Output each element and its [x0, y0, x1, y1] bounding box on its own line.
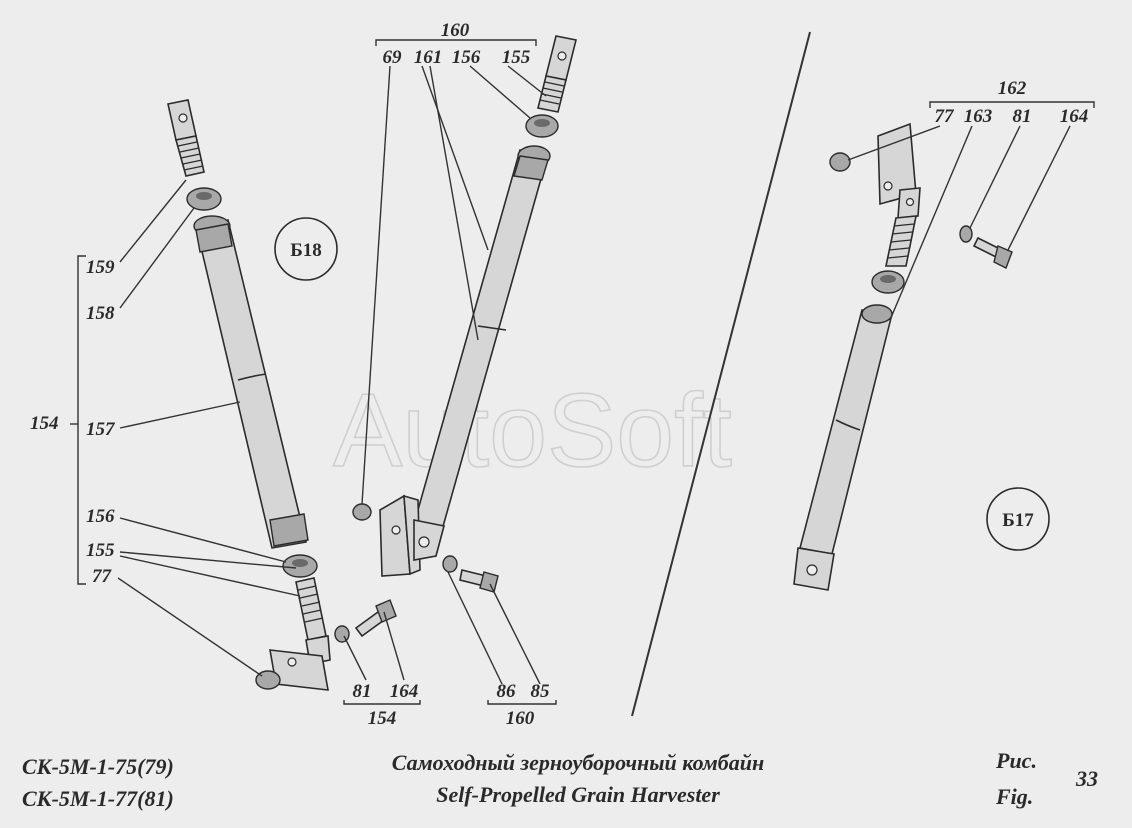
label-160-bottom: 160: [506, 708, 535, 729]
label-162: 162: [998, 78, 1027, 99]
view-mark-left: Б18: [290, 240, 322, 261]
view-mark-circle-left: [274, 217, 338, 281]
label-154-bottom: 154: [368, 708, 397, 729]
model-line-2: СК-5М-1-77(81): [22, 786, 174, 811]
label-156: 156: [86, 506, 115, 527]
fig-number: 33: [1075, 766, 1098, 791]
label-155: 155: [86, 540, 115, 561]
label-164-right: 164: [1060, 106, 1089, 127]
label-164-bottom: 164: [390, 681, 419, 702]
title-en: Self-Propelled Grain Harvester: [436, 782, 720, 807]
fig-label-en: Fig.: [995, 784, 1033, 809]
washer-81-right: [959, 225, 973, 243]
nut-69: [352, 503, 372, 521]
tube-right: [799, 309, 893, 555]
washer-81: [334, 625, 350, 643]
divider-line: [631, 31, 811, 717]
fig-label-ru: Рис.: [995, 748, 1037, 773]
label-69: 69: [383, 47, 403, 68]
label-161: 161: [414, 47, 443, 68]
washer-86: [442, 555, 458, 573]
label-157: 157: [86, 419, 116, 440]
label-156-top: 156: [452, 47, 481, 68]
label-86: 86: [497, 681, 517, 702]
nut-77-right: [829, 152, 851, 172]
label-158: 158: [86, 303, 115, 324]
label-81-right: 81: [1013, 106, 1032, 127]
leader-lines: [70, 39, 1095, 705]
rod-assembly-160: [352, 35, 577, 593]
title-ru: Самоходный зерноуборочный комбайн: [392, 750, 765, 775]
label-160-top: 160: [441, 20, 470, 41]
rod-assembly-162: [793, 122, 1013, 591]
view-mark-circle-right: [986, 487, 1050, 551]
part-labels: 160 69 161 156 155 162 77 163 81 164 159…: [30, 20, 1088, 729]
rod-assembly-154: [167, 99, 397, 691]
label-77-right: 77: [935, 106, 956, 127]
view-mark-right: Б17: [1002, 510, 1034, 531]
label-159: 159: [86, 257, 115, 278]
label-81-bottom: 81: [353, 681, 372, 702]
label-154: 154: [30, 413, 59, 434]
model-line-1: СК-5М-1-75(79): [22, 754, 174, 779]
label-163: 163: [964, 106, 993, 127]
label-77: 77: [92, 566, 113, 587]
caption: СК-5М-1-75(79) СК-5М-1-77(81) Самоходный…: [22, 748, 1098, 811]
watermark: AutoSoft: [333, 373, 732, 489]
label-155-top: 155: [502, 47, 531, 68]
label-85: 85: [531, 681, 551, 702]
tube-157: [195, 219, 307, 549]
